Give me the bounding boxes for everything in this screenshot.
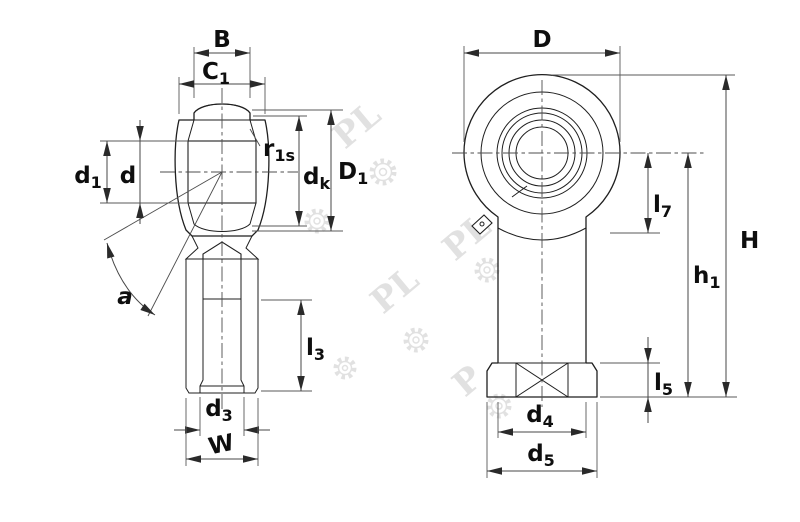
dim-label-d1: d1 [74,163,102,192]
ball-lower-section [187,202,257,232]
dim-label-b: B [213,27,231,53]
dim-d3: d3 [174,396,270,436]
dim-label-l7: l7 [653,192,672,221]
dim-label-c1: C1 [202,59,230,88]
dim-label-a: a [117,284,133,310]
grease-nipple [471,214,493,235]
dim-l7: l7 [644,153,672,233]
dim-d1: d1 [74,141,111,203]
front-view: D l7 h1 H l5 [452,27,759,478]
dim-label-d5: d5 [527,441,555,470]
dim-h1: h1 [684,153,721,397]
shank-left-wall [185,258,204,394]
dim-label-H: H [740,228,759,254]
dim-label-r1s: r1s [263,136,295,165]
dim-label-l3: l3 [306,335,325,364]
dim-label-w: W [206,430,236,461]
dim-H: H [722,75,759,397]
housing-outline [174,103,270,237]
dim-d5: d5 [486,402,598,478]
dim-r1s: r1s [249,128,295,165]
dim-d: d [120,120,144,224]
watermark-text: PL [363,259,427,322]
dim-D1: D1 [252,109,368,232]
dim-dk: dk [252,115,330,227]
dim-label-D: D [532,27,551,53]
dim-D: D [463,27,621,142]
dim-label-dk: dk [303,164,330,193]
watermark: PL PL PL P [304,94,512,419]
dim-label-l5: l5 [654,370,673,399]
watermark-text: PL [325,94,389,157]
watermark-text: PL [435,206,499,269]
dim-label-d4: d4 [526,402,554,431]
shank-right-wall [240,258,259,394]
dim-a: a [103,171,223,317]
dim-l5: l5 [644,337,673,423]
ball-chamfer-line [511,185,528,198]
dim-W: W [185,398,259,466]
dim-l3: l3 [261,299,325,392]
side-section-view: a B C1 r1s d [74,27,368,466]
dim-d4: d4 [497,402,587,438]
dim-C1: C1 [178,59,266,114]
dim-label-d: d [120,163,136,189]
head-silhouette [463,73,621,363]
watermark-text: P [445,358,490,405]
dim-label-h1: h1 [693,263,721,292]
dim-label-d3: d3 [205,396,233,425]
dim-label-D1: D1 [338,159,368,188]
dim-B: B [193,27,251,98]
